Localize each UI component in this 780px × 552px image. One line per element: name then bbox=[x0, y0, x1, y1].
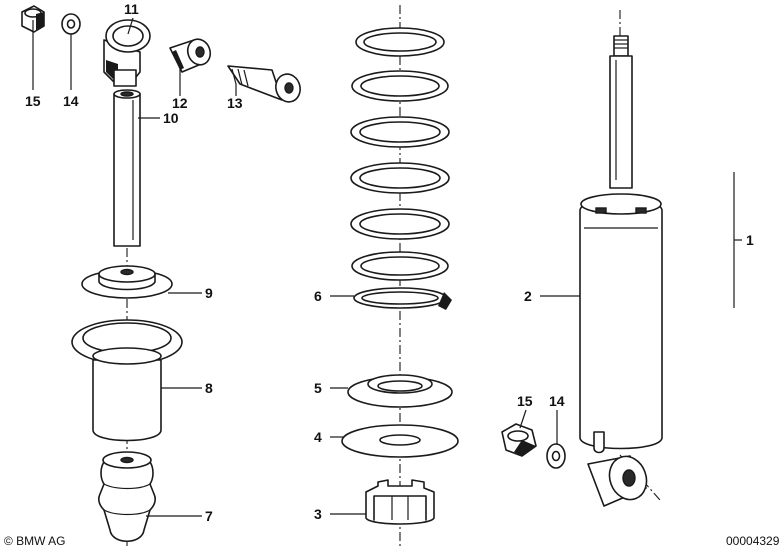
spring-seat-upper bbox=[81, 265, 173, 299]
left-assembly bbox=[21, 5, 301, 548]
callout-6: 6 bbox=[314, 288, 322, 304]
callout-5: 5 bbox=[314, 380, 322, 396]
callout-numbers: 1 2 3 4 5 6 7 8 9 10 11 12 13 14 15 14 1… bbox=[25, 1, 754, 524]
callout-14-left: 14 bbox=[63, 93, 79, 109]
hex-nut-right bbox=[501, 423, 537, 457]
callout-3: 3 bbox=[314, 506, 322, 522]
callout-11: 11 bbox=[124, 1, 139, 17]
callout-12: 12 bbox=[172, 95, 188, 111]
callout-13: 13 bbox=[227, 95, 243, 111]
right-assembly bbox=[501, 10, 735, 507]
callout-7: 7 bbox=[205, 508, 213, 524]
callout-14-right: 14 bbox=[549, 393, 565, 409]
leader-lines bbox=[32, 17, 742, 517]
callout-9: 9 bbox=[205, 285, 213, 301]
piston-rod bbox=[609, 35, 633, 189]
shock-lower-eye bbox=[587, 455, 648, 507]
spring-pad-lower bbox=[341, 424, 459, 458]
copyright-brand: © BMW AG bbox=[4, 534, 66, 548]
shock-body bbox=[579, 193, 663, 454]
diagram-number: 00004329 bbox=[726, 534, 780, 548]
hex-nut-top-left bbox=[21, 5, 45, 33]
protective-sleeve bbox=[71, 319, 183, 442]
callout-4: 4 bbox=[314, 429, 322, 445]
callout-10: 10 bbox=[163, 110, 179, 126]
spring-pad-upper bbox=[347, 374, 453, 408]
callout-15-left: 15 bbox=[25, 93, 41, 109]
bushing bbox=[169, 38, 212, 73]
callout-8: 8 bbox=[205, 380, 213, 396]
callout-2: 2 bbox=[524, 288, 532, 304]
washer-right bbox=[546, 443, 566, 469]
center-assembly bbox=[341, 5, 459, 548]
bolt bbox=[227, 65, 301, 103]
coil-spring bbox=[350, 27, 452, 310]
auxiliary-buffer bbox=[98, 451, 156, 543]
washer-top-left bbox=[61, 13, 81, 35]
spring-retainer bbox=[365, 479, 435, 525]
eye-fitting bbox=[103, 19, 151, 87]
tube bbox=[113, 89, 141, 247]
callout-1: 1 bbox=[746, 232, 754, 248]
callout-15-right: 15 bbox=[517, 393, 533, 409]
